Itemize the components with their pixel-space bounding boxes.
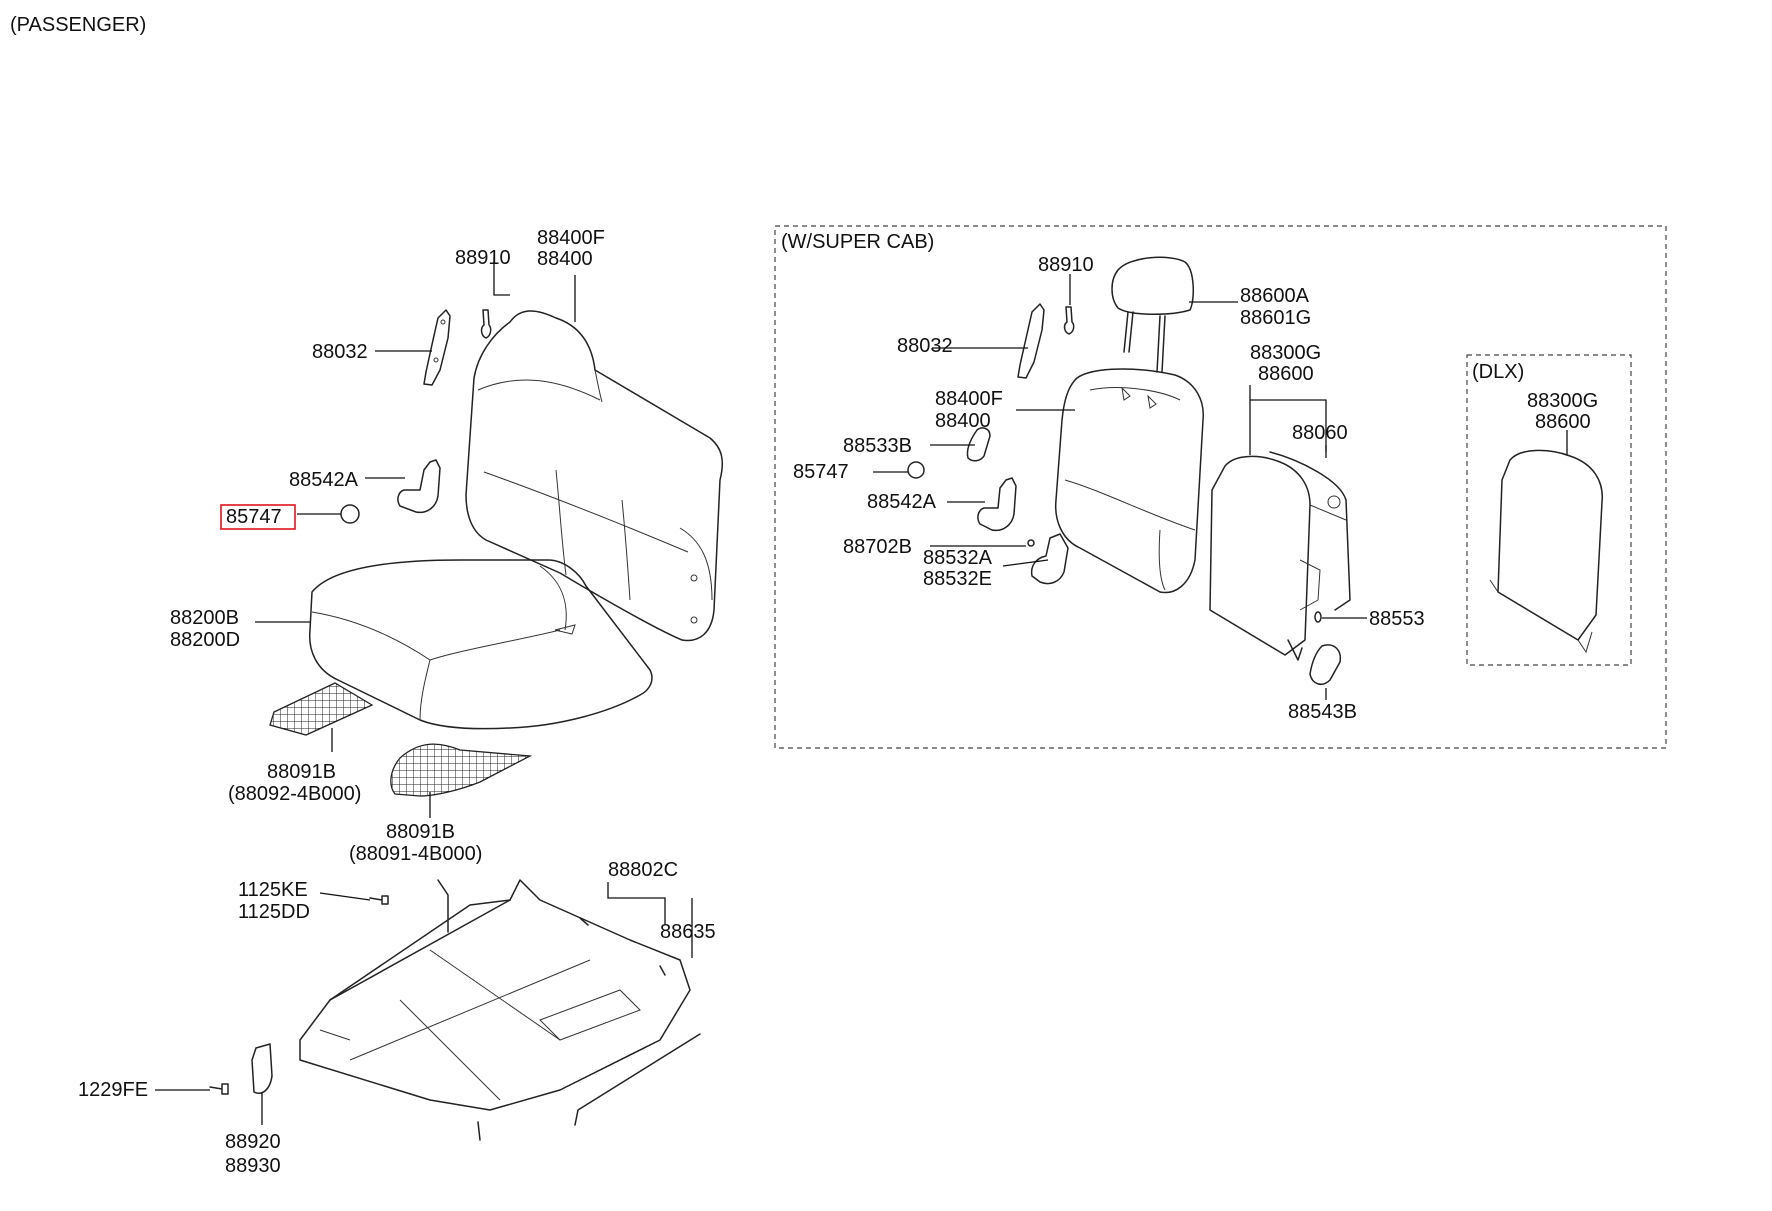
label-85747-left[interactable]: 85747: [226, 506, 282, 528]
dlx-seat-back-drawing: [1489, 449, 1603, 654]
label-88542a-supercab[interactable]: 88542A: [867, 491, 937, 513]
label-88300g-supercab[interactable]: 88300G: [1250, 342, 1321, 364]
page-title: (PASSENGER): [10, 14, 146, 36]
dlx-section-box: [1466, 354, 1632, 666]
clip-88553: [1314, 611, 1322, 623]
label-88091b-lower[interactable]: 88091B: [386, 821, 455, 843]
label-88553[interactable]: 88553: [1369, 608, 1425, 630]
bracket-88542a-left: [397, 459, 441, 514]
label-88060[interactable]: 88060: [1292, 422, 1348, 444]
bracket-88032-supercab: [1017, 303, 1045, 379]
leader-lines-supercab: [873, 274, 1367, 700]
seat-frame-drawing: [299, 879, 701, 1141]
label-88032-left[interactable]: 88032: [312, 341, 368, 363]
leader-lines-left: [155, 257, 693, 1125]
highlight-box-85747: [220, 504, 296, 530]
label-88702b[interactable]: 88702B: [843, 536, 912, 558]
super-cab-section-title: (W/SUPER CAB): [781, 231, 934, 253]
latch-88920: [251, 1043, 273, 1094]
label-88600-supercab[interactable]: 88600: [1258, 363, 1314, 385]
label-1125ke[interactable]: 1125KE: [238, 879, 308, 901]
label-85747-supercab[interactable]: 85747: [793, 461, 849, 483]
seat-back-front-drawing: [1054, 368, 1204, 594]
label-1229fe[interactable]: 1229FE: [78, 1079, 148, 1101]
label-88542a-left[interactable]: 88542A: [289, 469, 359, 491]
label-88930[interactable]: 88930: [225, 1155, 281, 1177]
label-88032-supercab[interactable]: 88032: [897, 335, 953, 357]
seat-cushion-drawing: [308, 559, 653, 730]
pin-88910-supercab: [1063, 306, 1075, 335]
pin-88910-left: [480, 309, 492, 339]
label-88200b[interactable]: 88200B: [170, 607, 239, 629]
label-88802c[interactable]: 88802C: [608, 859, 678, 881]
label-88400-supercab[interactable]: 88400: [935, 410, 991, 432]
screw-1125ke: [369, 895, 389, 905]
label-88910-left[interactable]: 88910: [455, 247, 511, 269]
label-88091b-upper[interactable]: 88091B: [267, 761, 336, 783]
cap-85747-supercab: [907, 461, 925, 479]
cover-88543b: [1309, 644, 1342, 685]
super-cab-section-box: [774, 225, 1667, 749]
label-88910-supercab[interactable]: 88910: [1038, 254, 1094, 276]
label-88532e[interactable]: 88532E: [923, 568, 992, 590]
label-88635[interactable]: 88635: [660, 921, 716, 943]
label-88533b[interactable]: 88533B: [843, 435, 912, 457]
seat-back-rear-drawing: [1209, 451, 1351, 661]
label-88600-dlx[interactable]: 88600: [1535, 411, 1591, 433]
label-88543b[interactable]: 88543B: [1288, 701, 1357, 723]
bracket-88532a: [1030, 533, 1069, 585]
bracket-88542a-supercab: [977, 477, 1017, 532]
seat-back-drawing: [465, 310, 723, 642]
label-88092-4b000[interactable]: (88092-4B000): [228, 783, 361, 805]
bracket-88032-left: [423, 309, 451, 386]
mesh-pad-88091: [390, 743, 533, 797]
label-88400-left[interactable]: 88400: [537, 248, 593, 270]
label-88091-4b000[interactable]: (88091-4B000): [349, 843, 482, 865]
label-88400f-supercab[interactable]: 88400F: [935, 388, 1003, 410]
label-88601g[interactable]: 88601G: [1240, 307, 1311, 329]
bolt-1229fe: [209, 1083, 229, 1095]
headrest-drawing: [1111, 256, 1195, 373]
label-88200d[interactable]: 88200D: [170, 629, 240, 651]
label-88920[interactable]: 88920: [225, 1131, 281, 1153]
label-88600a[interactable]: 88600A: [1240, 285, 1310, 307]
label-88532a[interactable]: 88532A: [923, 547, 993, 569]
cap-85747-left: [340, 504, 360, 524]
label-88300g-dlx[interactable]: 88300G: [1527, 390, 1598, 412]
washer-88702b: [1027, 539, 1035, 547]
dlx-section-title: (DLX): [1472, 361, 1524, 383]
mesh-pad-88092: [269, 682, 374, 736]
label-1125dd[interactable]: 1125DD: [238, 901, 310, 923]
label-88400f-left[interactable]: 88400F: [537, 227, 605, 249]
